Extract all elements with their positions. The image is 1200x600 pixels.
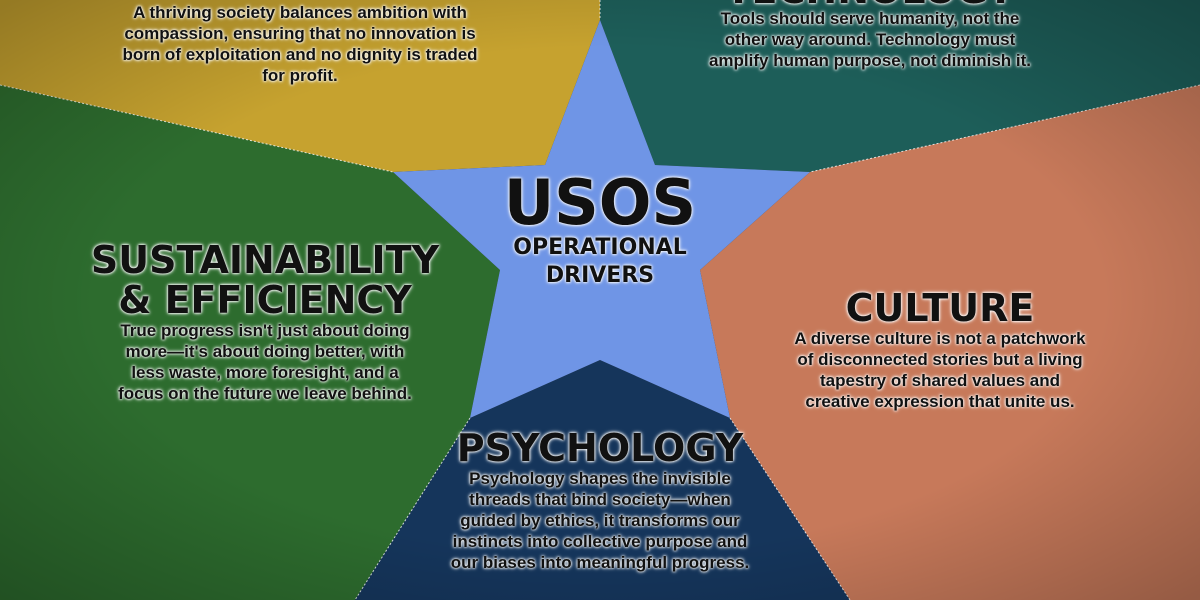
psychology-body-line: threads that bind society—when (469, 490, 731, 509)
sustainability-body-line: more—it's about doing better, with (125, 342, 405, 361)
sustainability-title: SUSTAINABILITY (90, 238, 440, 282)
technology-text: Tools should serve humanity, not the oth… (680, 8, 1060, 71)
culture-text: CULTURE A diverse culture is not a patch… (760, 288, 1120, 412)
culture-body-line: A diverse culture is not a patchwork (794, 329, 1086, 348)
culture-body-line: of disconnected stories but a living (797, 350, 1083, 369)
psychology-body-line: guided by ethics, it transforms our (460, 511, 740, 530)
culture-title: CULTURE (845, 286, 1035, 330)
culture-body-line: tapestry of shared values and (820, 371, 1060, 390)
sustainability-body-line: True progress isn't just about doing (120, 321, 410, 340)
top-left-body-line: A thriving society balances ambition wit… (133, 3, 467, 22)
top-left-body-line: compassion, ensuring that no innovation … (124, 24, 476, 43)
technology-body-line: other way around. Technology must (724, 30, 1016, 49)
sustainability-text: SUSTAINABILITY & EFFICIENCY True progres… (80, 240, 450, 404)
center-subtitle: DRIVERS (545, 263, 655, 288)
psychology-body-line: instincts into collective purpose and (452, 532, 748, 551)
psychology-text: PSYCHOLOGY Psychology shapes the invisib… (420, 428, 780, 573)
center-subtitle: OPERATIONAL (513, 235, 687, 260)
culture-body-line: creative expression that unite us. (805, 392, 1075, 411)
psychology-title: PSYCHOLOGY (456, 426, 744, 470)
top-left-text: A thriving society balances ambition wit… (90, 2, 510, 86)
sustainability-body-line: less waste, more foresight, and a (131, 363, 399, 382)
top-left-body-line: born of exploitation and no dignity is t… (122, 45, 478, 64)
technology-body-line: amplify human purpose, not diminish it. (708, 51, 1032, 70)
top-left-body-line: for profit. (262, 66, 338, 85)
sustainability-title: & EFFICIENCY (118, 278, 412, 322)
psychology-body-line: Psychology shapes the invisible (469, 469, 731, 488)
technology-body-line: Tools should serve humanity, not the (720, 9, 1020, 28)
technology-title: TECHNOLOGY (700, 0, 1040, 10)
psychology-body-line: our biases into meaningful progress. (450, 553, 750, 572)
center-title: USOS (503, 166, 697, 239)
sustainability-body-line: focus on the future we leave behind. (118, 384, 412, 403)
center-label: USOS OPERATIONAL DRIVERS (480, 172, 720, 290)
